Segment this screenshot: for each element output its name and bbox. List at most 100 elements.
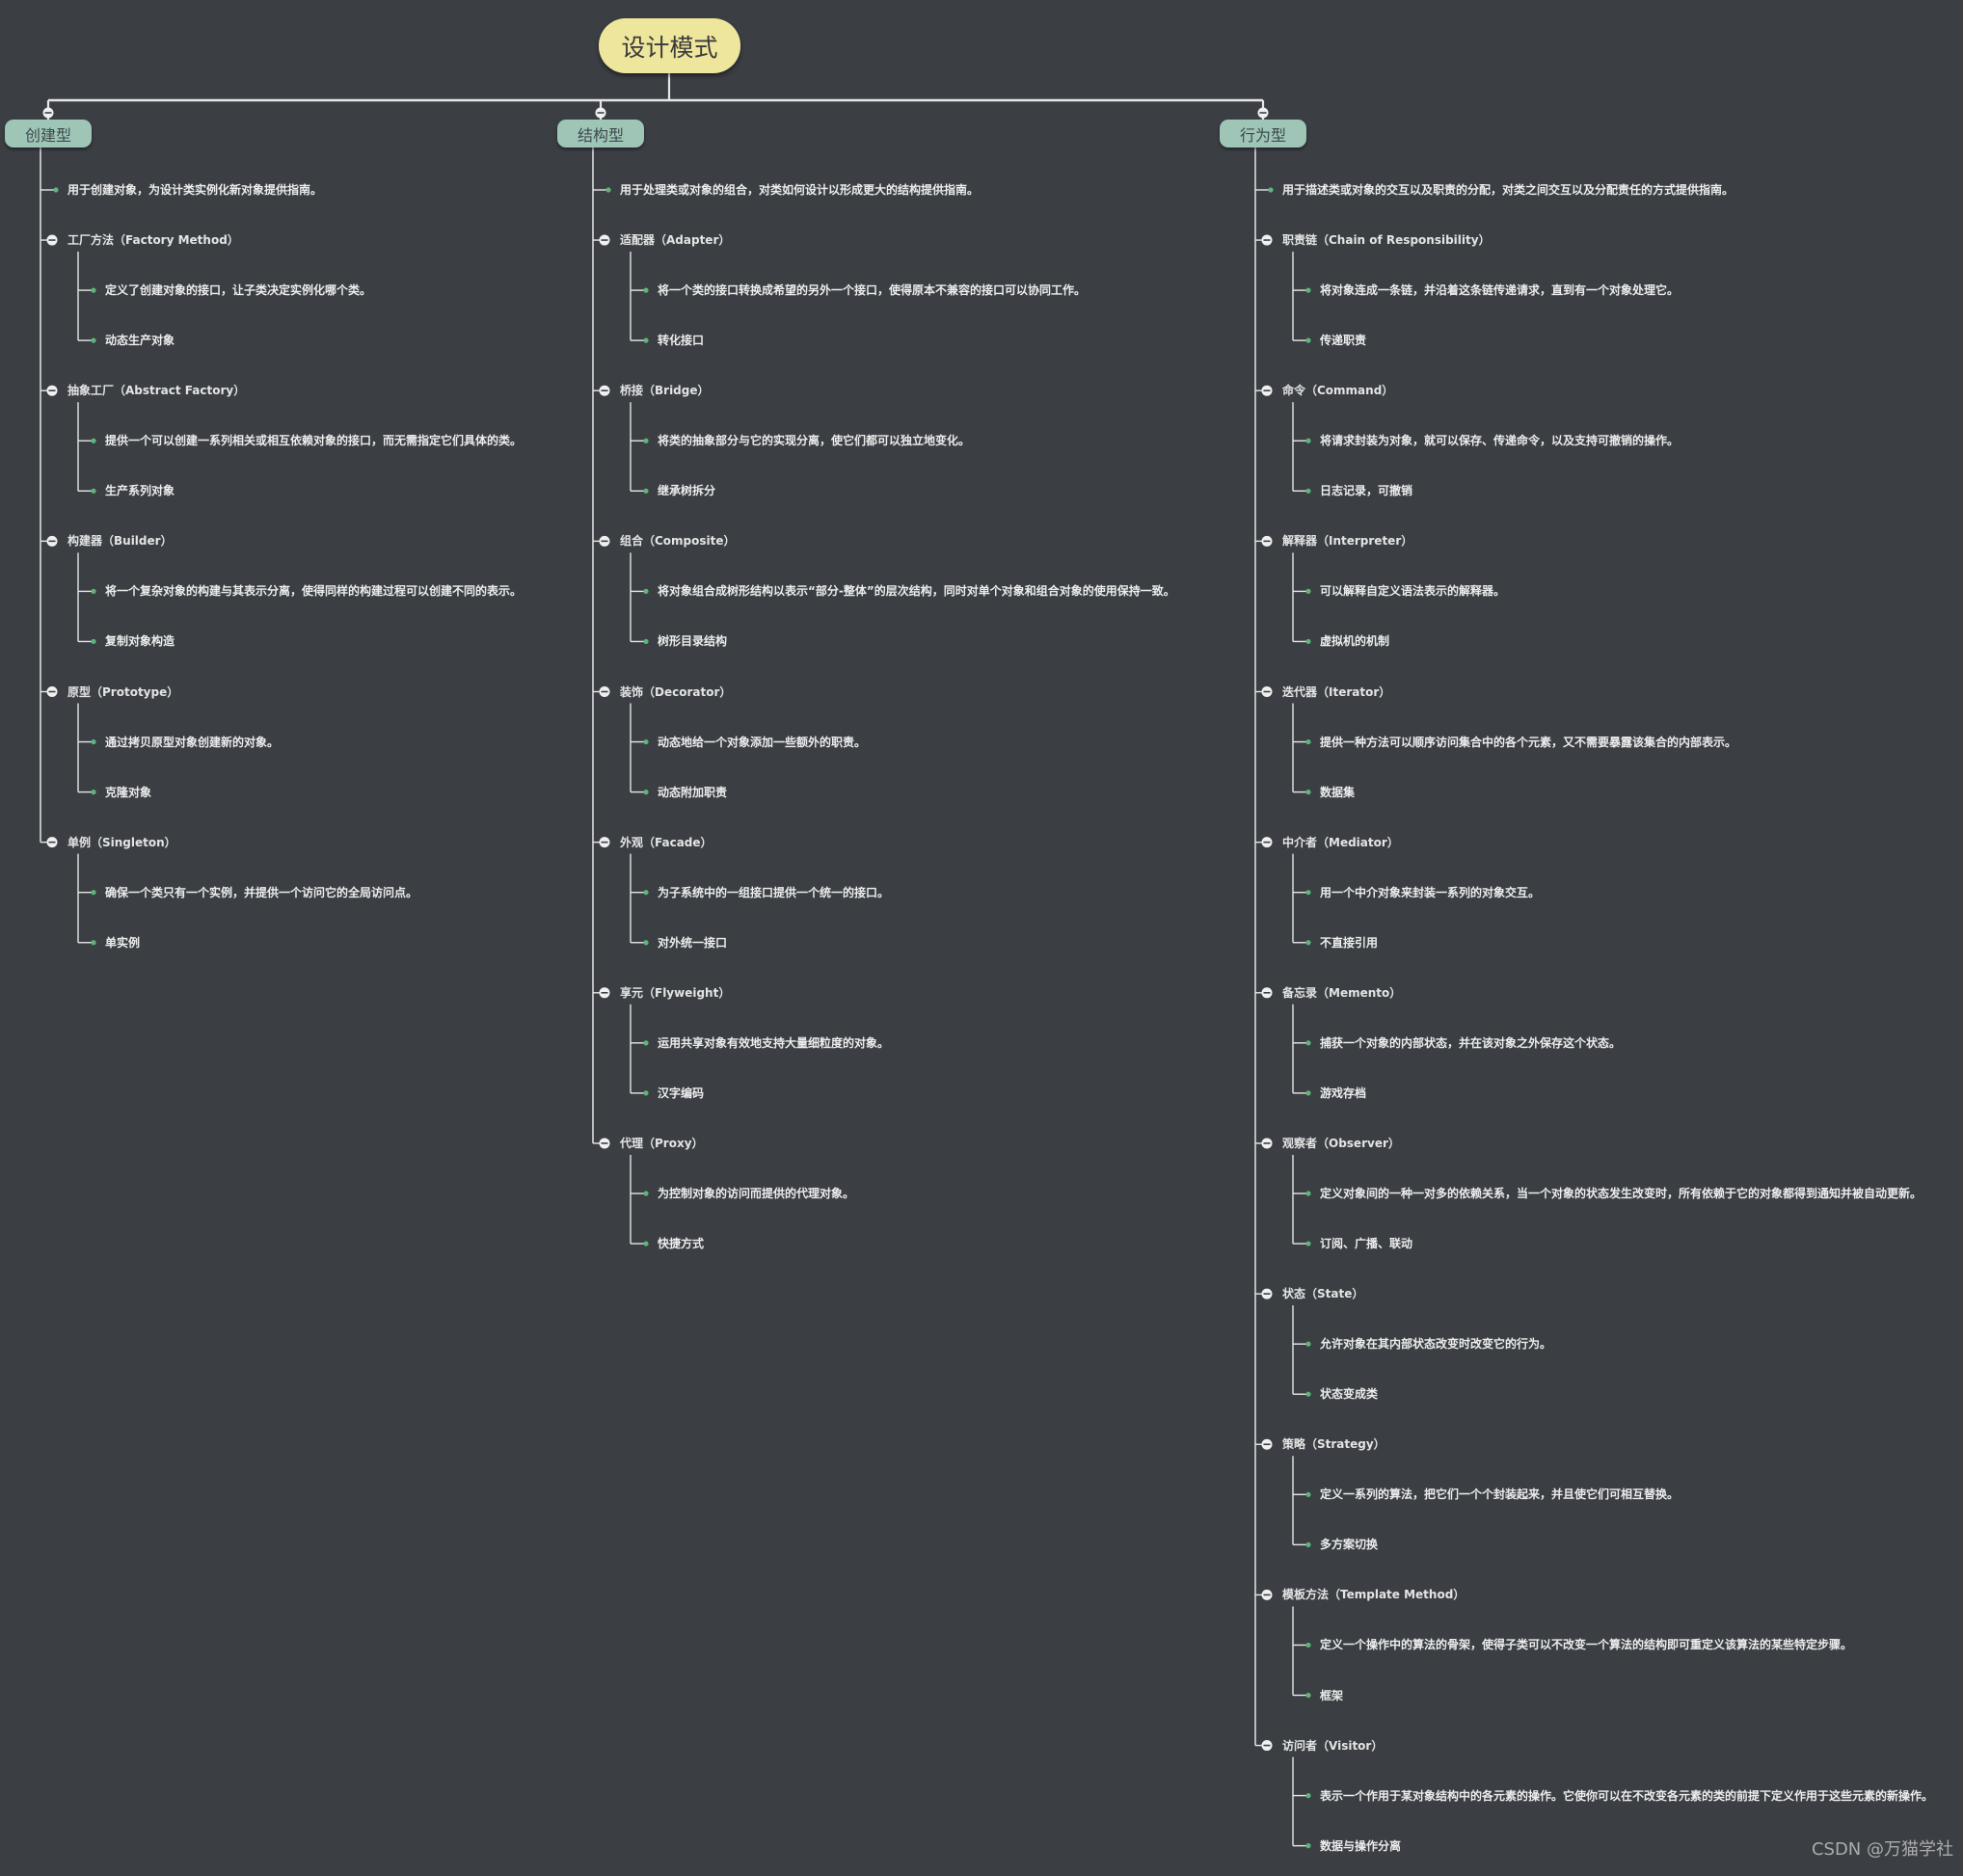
leaf-dot: [91, 438, 96, 443]
pattern-node[interactable]: 迭代器（Iterator）: [1282, 684, 1391, 699]
pattern-use-case[interactable]: 框架: [1320, 1688, 1344, 1702]
leaf-dot: [1305, 638, 1311, 645]
pattern-node[interactable]: 享元（Flyweight）: [620, 985, 731, 1000]
root-node[interactable]: 设计模式: [599, 18, 740, 73]
pattern-node[interactable]: 状态（State）: [1282, 1287, 1364, 1301]
pattern-node[interactable]: 模板方法（Template Method）: [1282, 1588, 1466, 1602]
leaf-dot: [91, 890, 96, 896]
pattern-use-case[interactable]: 对外统一接口: [658, 935, 728, 950]
pattern-use-case[interactable]: 继承树拆分: [658, 484, 716, 498]
pattern-description[interactable]: 定义对象间的一种一对多的依赖关系，当一个对象的状态发生改变时，所有依赖于它的对象…: [1320, 1187, 1923, 1200]
pattern-use-case[interactable]: 生产系列对象: [105, 484, 175, 498]
leaf-dot: [91, 638, 96, 645]
pattern-description[interactable]: 定义了创建对象的接口，让子类决定实例化哪个类。: [105, 283, 372, 298]
pattern-description[interactable]: 定义一系列的算法，把它们一个个封装起来，并且使它们可相互替换。: [1320, 1487, 1680, 1502]
pattern-collapse-icon: [46, 234, 58, 246]
pattern-use-case[interactable]: 单实例: [105, 935, 141, 950]
leaf-dot: [643, 1241, 649, 1246]
pattern-description[interactable]: 确保一个类只有一个实例，并提供一个访问它的全局访问点。: [105, 885, 418, 899]
category-node[interactable]: 行为型: [1220, 120, 1306, 147]
pattern-node[interactable]: 组合（Composite）: [620, 534, 736, 549]
leaf-dot: [643, 738, 649, 745]
leaf-dot: [91, 337, 96, 343]
pattern-node[interactable]: 适配器（Adapter）: [620, 233, 731, 248]
pattern-use-case[interactable]: 状态变成类: [1320, 1387, 1379, 1402]
pattern-description[interactable]: 将一个复杂对象的构建与其表示分离，使得同样的构建过程可以创建不同的表示。: [105, 584, 523, 599]
pattern-description[interactable]: 将一个类的接口转换成希望的另外一个接口，使得原本不兼容的接口可以协同工作。: [658, 283, 1087, 298]
pattern-description[interactable]: 为子系统中的一组接口提供一个统一的接口。: [658, 885, 890, 899]
pattern-use-case[interactable]: 快捷方式: [658, 1237, 705, 1251]
pattern-use-case[interactable]: 数据与操作分离: [1320, 1838, 1402, 1853]
leaf-dot: [605, 187, 611, 193]
leaf-dot: [643, 890, 649, 896]
pattern-node[interactable]: 备忘录（Memento）: [1282, 985, 1402, 1000]
leaf-dot: [1305, 337, 1311, 343]
pattern-description[interactable]: 将类的抽象部分与它的实现分离，使它们都可以独立地变化。: [658, 434, 971, 448]
leaf-dot: [643, 638, 649, 645]
pattern-node[interactable]: 解释器（Interpreter）: [1282, 534, 1413, 549]
pattern-description[interactable]: 通过拷贝原型对象创建新的对象。: [105, 735, 280, 749]
pattern-use-case[interactable]: 日志记录，可撤销: [1320, 484, 1413, 498]
pattern-node[interactable]: 工厂方法（Factory Method）: [67, 233, 239, 248]
leaf-dot: [1305, 1793, 1311, 1799]
pattern-node[interactable]: 中介者（Mediator）: [1282, 835, 1399, 849]
pattern-node[interactable]: 原型（Prototype）: [67, 684, 179, 699]
leaf-dot: [1305, 1692, 1311, 1699]
pattern-description[interactable]: 表示一个作用于某对象结构中的各元素的操作。它使你可以在不改变各元素的类的前提下定…: [1320, 1788, 1934, 1803]
leaf-dot: [91, 940, 96, 946]
pattern-collapse-icon: [46, 837, 58, 848]
pattern-node[interactable]: 命令（Command）: [1282, 384, 1394, 398]
pattern-description[interactable]: 允许对象在其内部状态改变时改变它的行为。: [1320, 1337, 1552, 1352]
pattern-description[interactable]: 提供一个可以创建一系列相关或相互依赖对象的接口，而无需指定它们具体的类。: [105, 434, 523, 448]
pattern-collapse-icon: [46, 535, 58, 547]
pattern-description[interactable]: 定义一个操作中的算法的骨架，使得子类可以不改变一个算法的结构即可重定义该算法的某…: [1320, 1638, 1853, 1652]
pattern-use-case[interactable]: 克隆对象: [105, 785, 152, 799]
pattern-use-case[interactable]: 动态生产对象: [105, 334, 175, 348]
category-description[interactable]: 用于处理类或对象的组合，对类如何设计以形成更大的结构提供指南。: [620, 183, 980, 197]
pattern-use-case[interactable]: 订阅、广播、联动: [1320, 1237, 1413, 1251]
pattern-node[interactable]: 单例（Singleton）: [67, 835, 176, 849]
leaf-dot: [643, 1040, 649, 1046]
pattern-description[interactable]: 提供一种方法可以顺序访问集合中的各个元素，又不需要暴露该集合的内部表示。: [1320, 735, 1737, 749]
pattern-description[interactable]: 为控制对象的访问而提供的代理对象。: [658, 1187, 855, 1200]
pattern-description[interactable]: 将对象组合成树形结构以表示“部分-整体”的层次结构，同时对单个对象和组合对象的使…: [658, 584, 1175, 599]
pattern-use-case[interactable]: 复制对象构造: [105, 634, 175, 649]
pattern-use-case[interactable]: 不直接引用: [1320, 935, 1379, 950]
pattern-collapse-icon: [1261, 837, 1273, 848]
pattern-description[interactable]: 捕获一个对象的内部状态，并在该对象之外保存这个状态。: [1320, 1035, 1622, 1050]
pattern-node[interactable]: 构建器（Builder）: [67, 534, 173, 549]
category-node[interactable]: 创建型: [5, 120, 92, 147]
pattern-description[interactable]: 动态地给一个对象添加一些额外的职责。: [658, 735, 867, 749]
pattern-use-case[interactable]: 数据集: [1320, 785, 1356, 799]
pattern-node[interactable]: 装饰（Decorator）: [620, 684, 732, 699]
pattern-use-case[interactable]: 多方案切换: [1320, 1538, 1379, 1552]
leaf-dot: [91, 287, 96, 293]
pattern-use-case[interactable]: 虚拟机的机制: [1320, 634, 1390, 649]
pattern-node[interactable]: 外观（Facade）: [620, 835, 713, 849]
pattern-use-case[interactable]: 动态附加职责: [658, 785, 728, 799]
pattern-node[interactable]: 抽象工厂（Abstract Factory）: [67, 384, 246, 398]
pattern-use-case[interactable]: 转化接口: [658, 334, 705, 348]
pattern-collapse-icon: [599, 385, 610, 396]
pattern-node[interactable]: 访问者（Visitor）: [1282, 1738, 1384, 1753]
pattern-use-case[interactable]: 传递职责: [1320, 334, 1367, 348]
pattern-description[interactable]: 将对象连成一条链，并沿着这条链传递请求，直到有一个对象处理它。: [1320, 283, 1680, 298]
pattern-description[interactable]: 运用共享对象有效地支持大量细粒度的对象。: [658, 1035, 890, 1050]
pattern-node[interactable]: 观察者（Observer）: [1282, 1136, 1400, 1150]
leaf-dot: [643, 337, 649, 343]
pattern-node[interactable]: 桥接（Bridge）: [620, 384, 710, 398]
pattern-node[interactable]: 代理（Proxy）: [620, 1136, 704, 1150]
pattern-description[interactable]: 用一个中介对象来封装一系列的对象交互。: [1320, 885, 1541, 899]
category-description[interactable]: 用于描述类或对象的交互以及职责的分配，对类之间交互以及分配责任的方式提供指南。: [1282, 183, 1734, 197]
pattern-node[interactable]: 职责链（Chain of Responsibility）: [1282, 233, 1491, 248]
pattern-node[interactable]: 策略（Strategy）: [1282, 1437, 1385, 1452]
pattern-use-case[interactable]: 树形目录结构: [658, 634, 728, 649]
category-description[interactable]: 用于创建对象，为设计类实例化新对象提供指南。: [67, 183, 323, 197]
category-node[interactable]: 结构型: [557, 120, 644, 147]
pattern-use-case[interactable]: 汉字编码: [658, 1085, 705, 1100]
pattern-use-case[interactable]: 游戏存档: [1320, 1085, 1367, 1100]
pattern-collapse-icon: [1261, 385, 1273, 396]
pattern-description[interactable]: 可以解释自定义语法表示的解释器。: [1320, 584, 1506, 599]
pattern-collapse-icon: [46, 686, 58, 697]
pattern-description[interactable]: 将请求封装为对象，就可以保存、传递命令，以及支持可撤销的操作。: [1320, 434, 1680, 448]
